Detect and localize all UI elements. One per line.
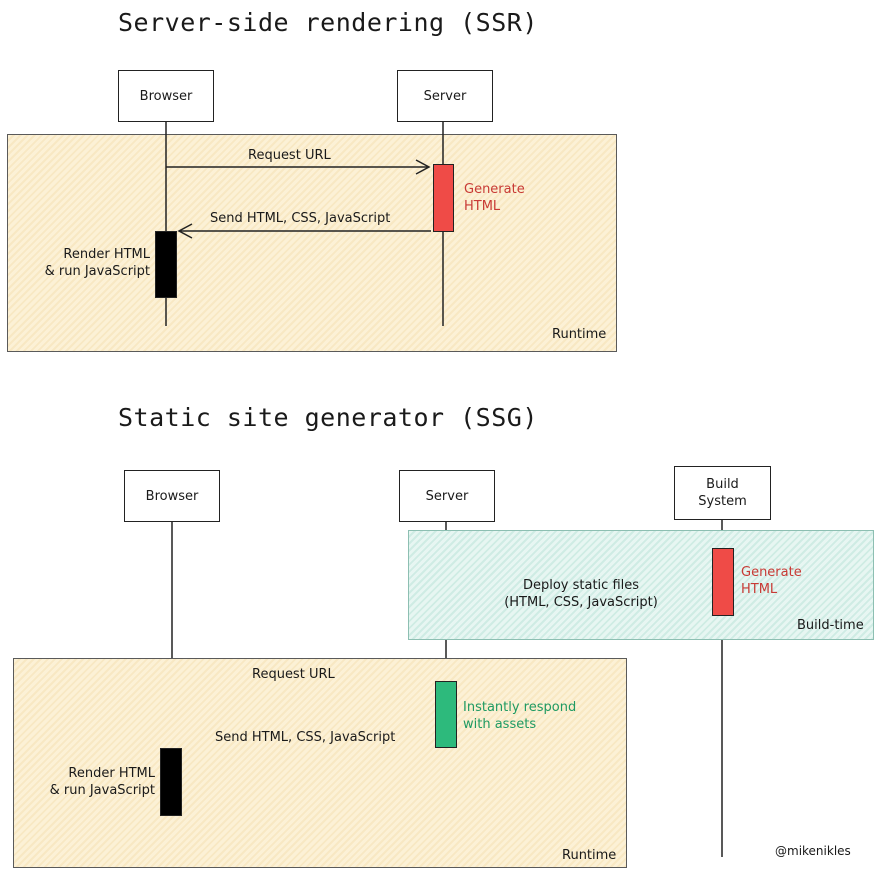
credit-label: @mikenikles xyxy=(775,844,851,858)
ssr-response-label: Send HTML, CSS, JavaScript xyxy=(210,211,391,226)
ssg-generate-label: Generate HTML xyxy=(741,565,802,597)
ssg-build-system-box: Build System xyxy=(674,466,771,520)
ssr-generate-activation xyxy=(433,164,454,232)
ssr-request-label: Request URL xyxy=(248,148,331,163)
ssr-response-arrowhead xyxy=(177,223,193,239)
ssg-runtime-label: Runtime xyxy=(562,848,617,863)
ssg-buildtime-label: Build-time xyxy=(797,618,864,633)
ssg-deploy-label: Deploy static files (HTML, CSS, JavaScri… xyxy=(504,578,658,610)
ssr-runtime-label: Runtime xyxy=(552,327,607,342)
ssr-title: Server-side rendering (SSR) xyxy=(118,8,538,37)
ssr-request-arrowhead xyxy=(415,159,431,175)
ssg-server-box: Server xyxy=(399,470,495,522)
ssg-request-label: Request URL xyxy=(252,667,335,682)
ssg-generate-activation xyxy=(712,548,734,616)
ssr-server-box: Server xyxy=(397,70,493,122)
ssr-render-activation xyxy=(155,231,177,298)
ssr-render-label: Render HTML & run JavaScript xyxy=(44,247,150,279)
ssg-runtime-zone xyxy=(13,658,627,868)
ssr-generate-label: Generate HTML xyxy=(464,182,525,214)
ssg-render-activation xyxy=(160,748,182,816)
ssg-response-label: Send HTML, CSS, JavaScript xyxy=(215,730,396,745)
ssg-title: Static site generator (SSG) xyxy=(118,403,538,432)
ssg-respond-label: Instantly respond with assets xyxy=(463,700,577,732)
ssr-runtime-zone xyxy=(7,134,617,352)
ssg-render-label: Render HTML & run JavaScript xyxy=(49,766,155,798)
ssg-respond-activation xyxy=(435,681,457,748)
ssg-buildtime-zone xyxy=(408,530,874,640)
ssr-browser-box: Browser xyxy=(118,70,214,122)
ssg-browser-box: Browser xyxy=(124,470,220,522)
